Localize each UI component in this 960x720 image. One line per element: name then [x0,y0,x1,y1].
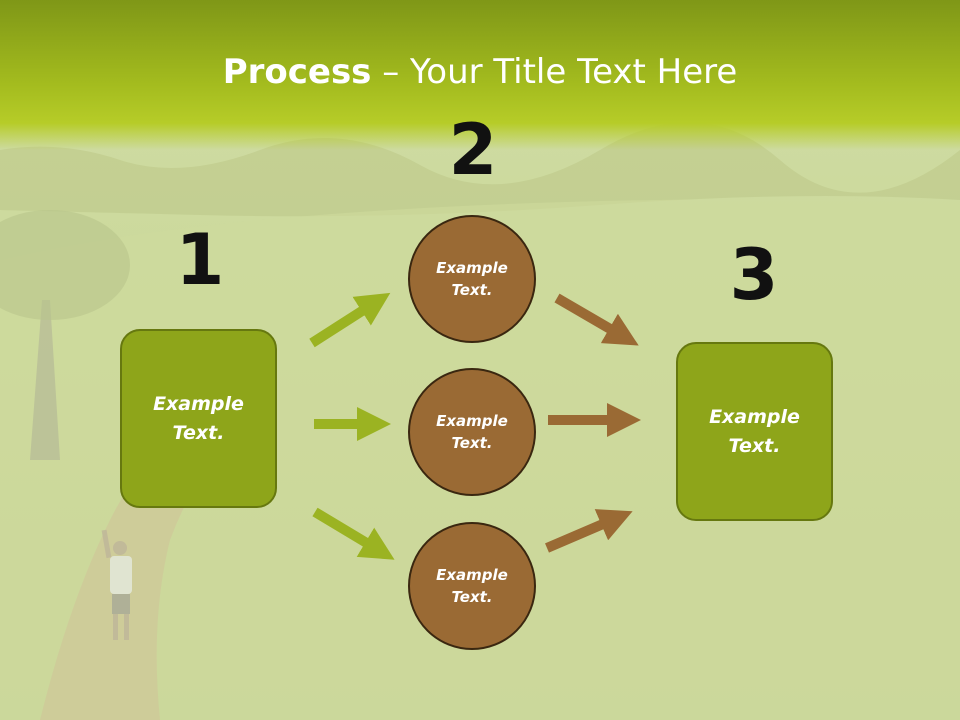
circle-middle: Example Text. [408,368,536,496]
slide-title: Process – Your Title Text Here [0,52,960,92]
step-1-box-text: Example Text. [153,393,244,444]
arrow-1-to-top [309,292,391,348]
circle-top-text: Example Text. [436,258,508,300]
step-3-box: Example Text. [676,342,833,521]
step-3-box-text: Example Text. [709,406,800,457]
walking-person-figure [101,529,132,640]
circle-top: Example Text. [408,215,536,343]
step-number-1: 1 [175,219,225,301]
title-bold: Process [222,52,372,92]
title-bar [0,0,960,150]
arrow-top-to-3 [554,293,639,346]
title-rest: – Your Title Text Here [371,52,738,92]
circle-bottom: Example Text. [408,522,536,650]
circle-middle-text: Example Text. [436,411,508,453]
step-number-3: 3 [729,234,779,316]
step-1-box: Example Text. [120,329,277,508]
arrow-bottom-to-3 [545,509,633,553]
step-number-2: 2 [448,109,498,191]
circle-bottom-text: Example Text. [436,565,508,607]
arrow-1-to-bottom [312,507,395,560]
